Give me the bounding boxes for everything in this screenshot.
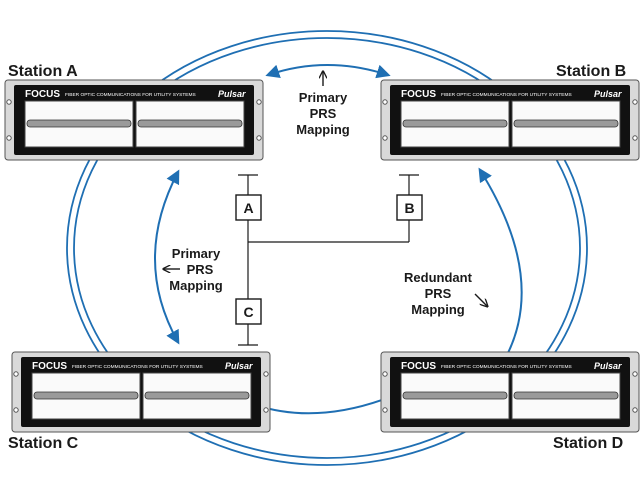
station-b-tagline: FIBER OPTIC COMMUNICATIONS FOR UTILITY S… — [441, 92, 572, 98]
station-d-logo: Pulsar — [594, 361, 622, 371]
top-mapping-label: Primary PRS Mapping — [296, 72, 350, 137]
station-d-label: Station D — [553, 435, 623, 452]
right-mapping-line2: PRS — [425, 286, 452, 301]
bus-network — [238, 174, 419, 346]
top-mapping-line3: Mapping — [296, 122, 349, 137]
right-mapping-line1: Redundant — [404, 270, 473, 285]
station-c-device: FOCUS FIBER OPTIC COMMUNICATIONS FOR UTI… — [11, 351, 271, 433]
station-b-logo: Pulsar — [594, 89, 622, 99]
station-d-tagline: FIBER OPTIC COMMUNICATIONS FOR UTILITY S… — [441, 364, 572, 370]
station-a-brand: FOCUS — [25, 89, 60, 100]
right-mapping-label: Redundant PRS Mapping — [404, 270, 487, 317]
station-b-label: Station B — [556, 63, 626, 80]
bus-node-b: B — [396, 194, 423, 221]
station-b-device: FOCUS FIBER OPTIC COMMUNICATIONS FOR UTI… — [380, 79, 640, 161]
station-c-tagline: FIBER OPTIC COMMUNICATIONS FOR UTILITY S… — [72, 364, 203, 370]
bus-node-c: C — [235, 298, 262, 325]
top-mapping-line1: Primary — [299, 90, 348, 105]
left-mapping-line1: Primary — [172, 246, 221, 261]
station-c-label: Station C — [8, 435, 79, 452]
bus-node-a-label: A — [243, 200, 253, 216]
station-c-brand: FOCUS — [32, 361, 67, 372]
station-a-tagline: FIBER OPTIC COMMUNICATIONS FOR UTILITY S… — [65, 92, 196, 98]
right-mapping-arrow — [478, 167, 523, 376]
station-d-brand: FOCUS — [401, 361, 436, 372]
station-a-device: FOCUS FIBER OPTIC COMMUNICATIONS FOR UTI… — [4, 79, 264, 161]
top-mapping-arrow — [265, 64, 391, 79]
station-a-logo: Pulsar — [218, 89, 246, 99]
top-mapping-line2: PRS — [310, 106, 337, 121]
left-mapping-label: Primary PRS Mapping — [164, 246, 223, 293]
bus-node-b-label: B — [404, 200, 414, 216]
right-mapping-line3: Mapping — [411, 302, 464, 317]
bus-node-c-label: C — [243, 304, 253, 320]
right-mapping-pointer-icon — [474, 293, 487, 306]
station-d-device: FOCUS FIBER OPTIC COMMUNICATIONS FOR UTI… — [380, 351, 640, 433]
left-mapping-line2: PRS — [187, 262, 214, 277]
fiber-ring — [66, 30, 588, 466]
left-mapping-arrow — [154, 169, 180, 345]
station-b-brand: FOCUS — [401, 89, 436, 100]
bus-node-a: A — [235, 194, 262, 221]
left-mapping-line3: Mapping — [169, 278, 222, 293]
station-a-label: Station A — [8, 63, 78, 80]
station-c-logo: Pulsar — [225, 361, 253, 371]
